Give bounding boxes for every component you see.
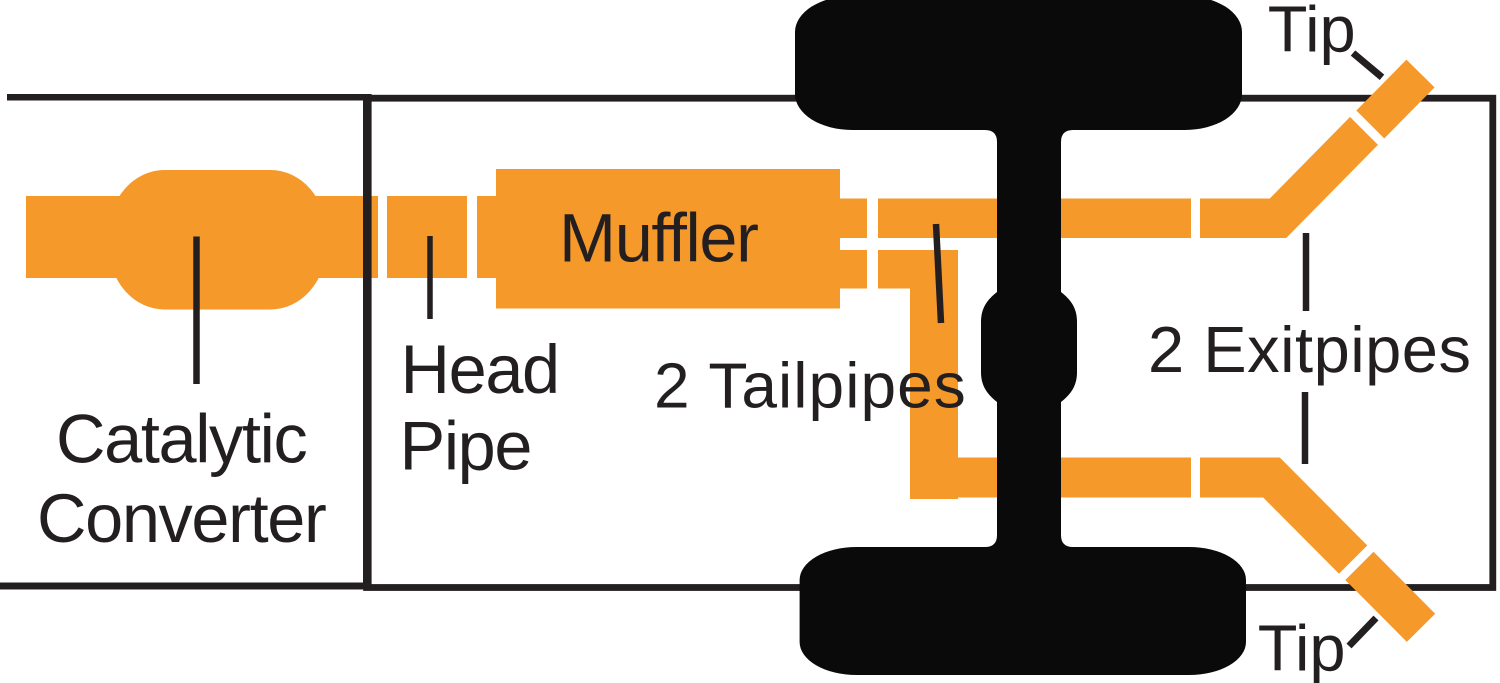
svg-text:2 Exitpipes: 2 Exitpipes	[1148, 313, 1471, 386]
svg-text:Converter: Converter	[37, 480, 326, 557]
svg-text:Catalytic: Catalytic	[56, 401, 306, 478]
svg-text:Pipe: Pipe	[400, 407, 532, 484]
svg-text:2 Tailpipes: 2 Tailpipes	[654, 350, 967, 422]
svg-text:Tip: Tip	[1258, 611, 1346, 683]
svg-text:Muffler: Muffler	[559, 200, 758, 277]
svg-text:Tip: Tip	[1268, 0, 1356, 66]
svg-text:Head: Head	[401, 331, 559, 408]
